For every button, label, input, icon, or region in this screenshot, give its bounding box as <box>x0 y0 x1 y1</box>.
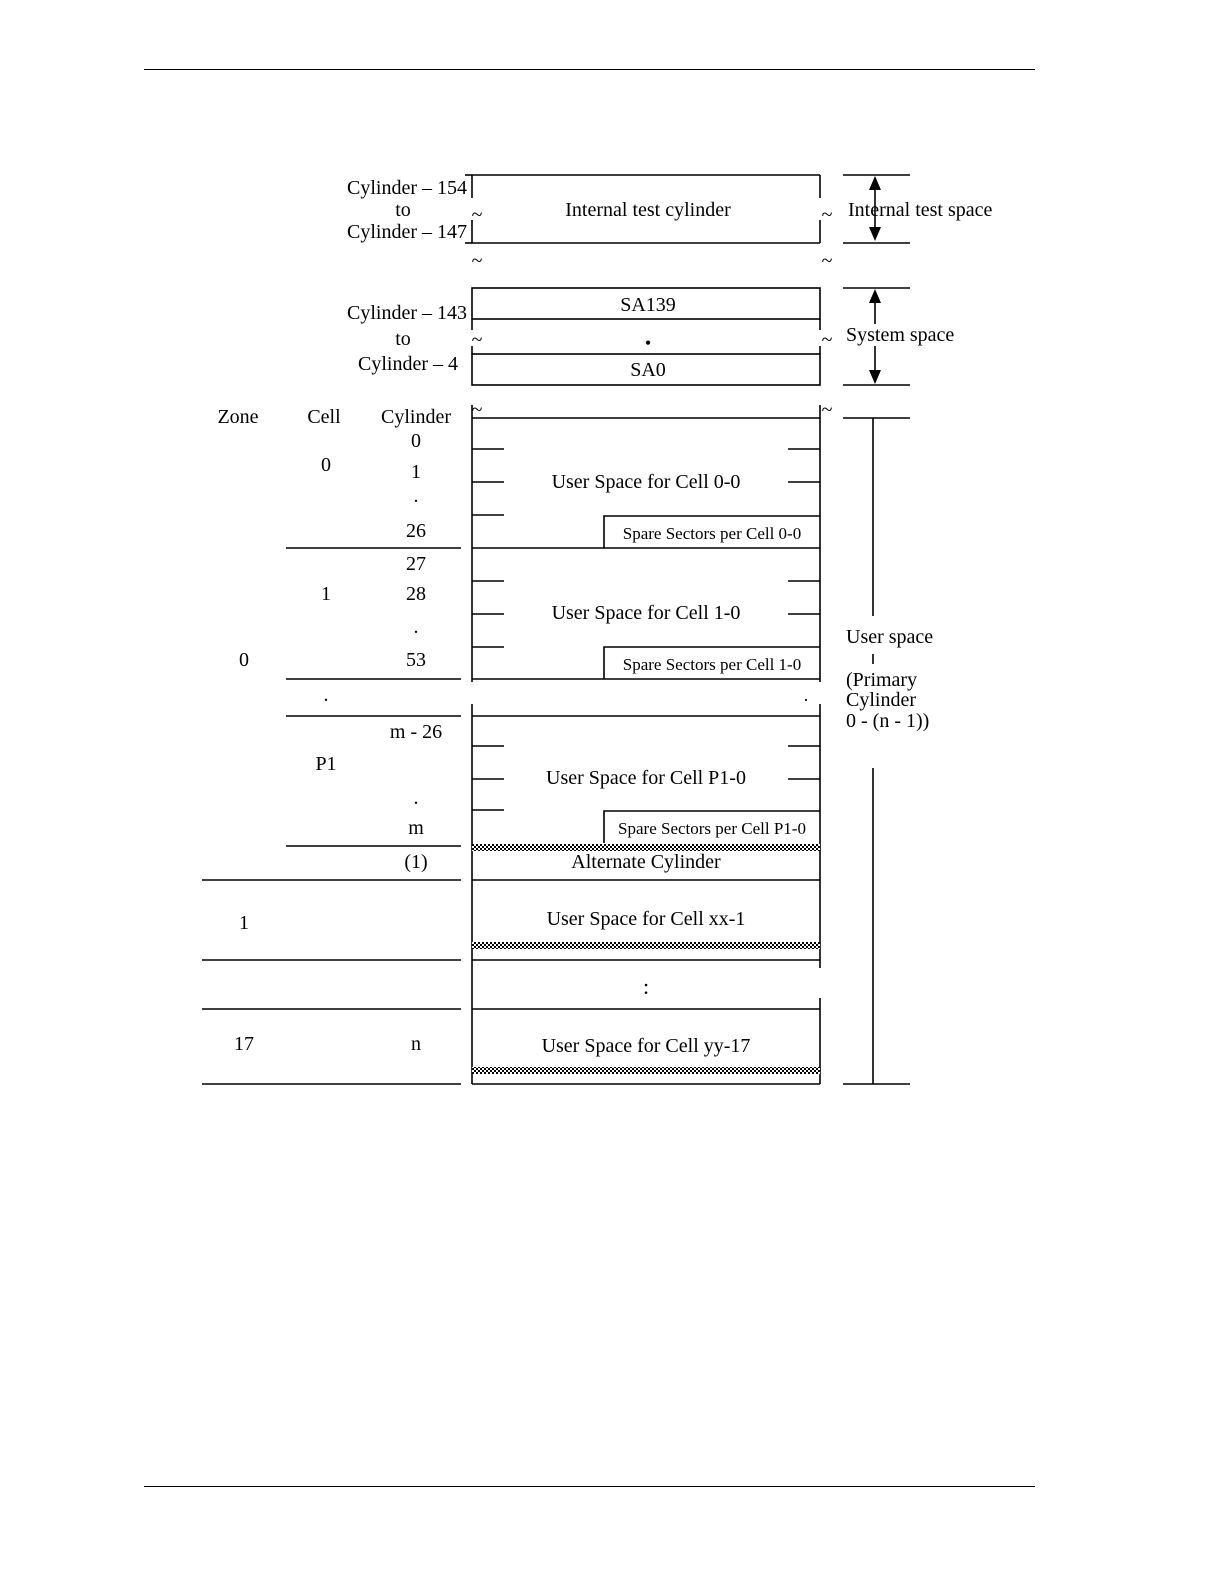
spare-sectors-cell-1-label: Spare Sectors per Cell 1-0 <box>623 655 801 674</box>
system-to-label: to <box>395 328 411 350</box>
sa0-label: SA0 <box>630 359 666 381</box>
tilde: ~ <box>472 204 483 226</box>
cell-0-label: 0 <box>321 454 331 476</box>
cylinder-label: 0 <box>411 430 421 452</box>
spare-sectors-cell-0-label: Spare Sectors per Cell 0-0 <box>623 524 801 543</box>
cell-p1-label: P1 <box>315 753 336 775</box>
cell-1-label: 1 <box>321 583 331 605</box>
gap-dot: . <box>804 685 809 705</box>
cylinder-ellipsis: . <box>414 787 419 809</box>
user-space-cell-p1-label: User Space for Cell P1-0 <box>546 767 746 789</box>
tilde: ~ <box>822 399 833 421</box>
table-rules <box>202 547 461 1085</box>
system-space-boxes <box>471 287 821 386</box>
cylinder-ticks <box>472 448 820 811</box>
user-space-note-line: Cylinder <box>846 689 916 711</box>
cylinder-header: Cylinder <box>381 406 451 428</box>
tilde: ~ <box>822 250 833 272</box>
zone-0-label: 0 <box>239 649 249 671</box>
cylinder-label: m <box>408 817 424 839</box>
user-space-cell-1-label: User Space for Cell 1-0 <box>552 602 741 624</box>
user-space-note-line: 0 - (n - 1)) <box>846 710 929 732</box>
cylinder-n-label: n <box>411 1033 421 1055</box>
zone-1-label: 1 <box>239 912 249 934</box>
cylinder-ellipsis: . <box>414 616 419 638</box>
tilde: ~ <box>822 329 833 351</box>
system-top-label: Cylinder – 143 <box>347 302 467 324</box>
alternate-cylinder-label: Alternate Cylinder <box>571 851 721 873</box>
gap-dot: . <box>324 684 329 706</box>
hatched-bands <box>472 844 820 1074</box>
cylinder-label: 28 <box>406 583 426 605</box>
user-space-label: User space <box>846 626 933 648</box>
top-rule <box>144 69 1035 70</box>
tilde: ~ <box>472 399 483 421</box>
internal-test-box <box>465 174 821 244</box>
zone-17-label: 17 <box>234 1033 254 1055</box>
zone-header: Zone <box>217 406 258 428</box>
sa139-label: SA139 <box>620 294 676 316</box>
user-space-cell-xx-1-label: User Space for Cell xx-1 <box>547 908 746 930</box>
cylinder-label: 1 <box>411 461 421 483</box>
bracket-arrowheads <box>869 176 881 384</box>
internal-test-bottom-label: Cylinder – 147 <box>347 221 467 243</box>
system-middle-dot: • <box>645 333 651 353</box>
tilde: ~ <box>822 204 833 226</box>
cylinder-ellipsis: . <box>414 485 419 507</box>
cylinder-label: 26 <box>406 520 426 542</box>
cylinder-label: 53 <box>406 649 426 671</box>
spare-sector-boxes <box>603 515 820 843</box>
user-space-cell-0-label: User Space for Cell 0-0 <box>552 471 741 493</box>
internal-test-space-label: Internal test space <box>848 199 992 221</box>
system-bottom-label: Cylinder – 4 <box>358 353 458 375</box>
internal-test-to-label: to <box>395 199 411 221</box>
bottom-rule <box>144 1486 1035 1487</box>
system-space-label: System space <box>846 324 954 346</box>
cell-header: Cell <box>307 406 341 428</box>
tilde: ~ <box>472 250 483 272</box>
vertical-ellipsis: : <box>643 974 649 999</box>
break-marks: ~ ~ ~ ~ ~ ~ ~ ~ <box>472 204 833 421</box>
cylinder-label: m - 26 <box>390 721 442 743</box>
internal-test-top-label: Cylinder – 154 <box>347 177 467 199</box>
internal-test-box-label: Internal test cylinder <box>565 199 731 221</box>
user-space-note-line: (Primary <box>846 669 917 691</box>
user-space-frame <box>471 405 821 1085</box>
cylinder-label: 27 <box>406 553 426 575</box>
alternate-cylinder-count: (1) <box>404 851 427 873</box>
tilde: ~ <box>472 329 483 351</box>
user-space-cell-yy-17-label: User Space for Cell yy-17 <box>542 1035 751 1057</box>
spare-sectors-cell-p1-label: Spare Sectors per Cell P1-0 <box>618 819 806 838</box>
